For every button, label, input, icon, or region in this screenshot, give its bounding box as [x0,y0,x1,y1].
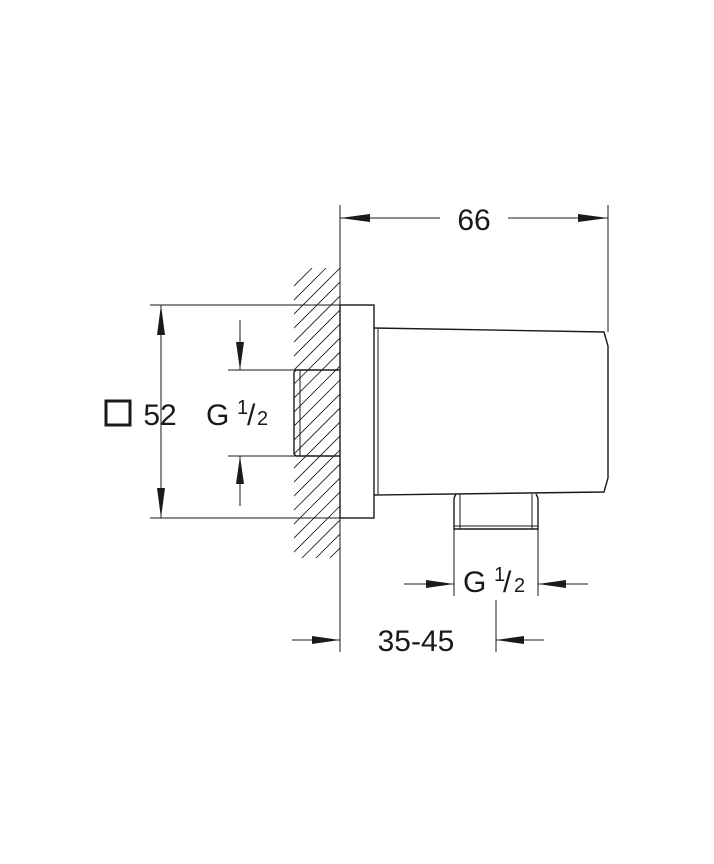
hatch-line [294,268,313,287]
dimension-projection: 35-45 [292,560,544,658]
square-size-label: 52 [143,399,176,432]
outlet-thread-prefix: G [463,566,486,599]
hatch-line [294,379,340,427]
outlet-housing [373,327,609,496]
wall-thread-slash: / [247,399,256,432]
hatch-line [290,586,344,640]
wall-thread-denominator: 2 [257,408,268,430]
hatch-line [294,323,340,371]
wall-thread-prefix: G [206,399,229,432]
hatch-line [294,295,340,343]
wall-thread-nipple [293,369,340,457]
hatch-line [294,365,340,413]
hatch-line [294,351,340,399]
wall-outlet-body [293,304,609,530]
outlet-thread-denominator: 2 [514,575,525,597]
hatch-line [329,547,340,558]
hatch-line [294,268,340,315]
hatch-line [294,435,340,483]
hatch-line [315,533,340,558]
bottom-thread-outlet [453,493,539,530]
hatch-line [294,491,340,539]
dimension-width-label: 66 [457,204,490,237]
dimension-width: 66 [339,204,609,332]
dimension-wall-thread: G 1 / 2 [206,320,296,506]
hatch-line [290,572,344,626]
hatch-line [301,519,340,558]
wall-thread-numerator: 1 [237,397,248,419]
hatch-line [294,449,340,497]
outlet-thread-numerator: 1 [494,564,505,586]
dimension-outlet-thread: G 1 / 2 [404,529,588,599]
hatch-line [290,558,344,612]
outlet-thread-slash: / [503,566,512,599]
square-symbol-icon [104,399,132,427]
hatch-line [294,268,327,301]
dimension-square-size: 52 [104,304,340,519]
hatch-line [294,309,340,357]
hatch-line [294,393,340,441]
wall-hatching [290,262,344,654]
hatch-line [294,505,340,553]
projection-range-label: 35-45 [378,625,455,658]
hatch-line [294,477,340,525]
rosette-plate [339,304,375,519]
hatch-line [294,337,340,385]
hatch-line [290,600,344,654]
hatch-line [294,463,340,511]
hatch-line [294,421,340,469]
hatch-line [294,407,340,455]
